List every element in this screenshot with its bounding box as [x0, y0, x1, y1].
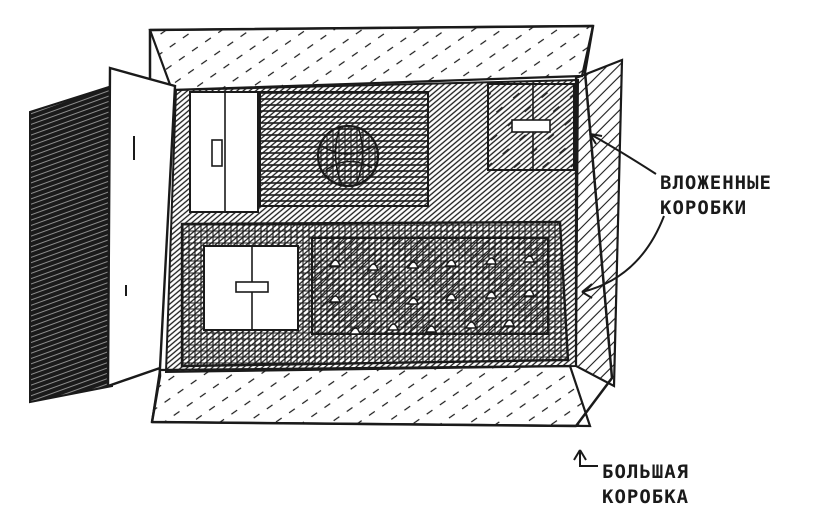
box-shadow — [30, 86, 112, 402]
nested-box-top-left — [190, 92, 258, 212]
ball-icon — [318, 126, 378, 186]
big-box-bottom-flap — [152, 366, 590, 426]
label-big-box-line2: КОРОБКА — [602, 485, 689, 510]
label-nested-boxes-line2: КОРОБКИ — [660, 196, 772, 221]
big-box-right-flap — [576, 60, 622, 386]
label-big-box: БОЛЬШАЯ КОРОБКА — [602, 460, 689, 510]
label-nested-boxes-line1: ВЛОЖЕННЫЕ — [660, 171, 772, 196]
candy-tray — [312, 238, 548, 334]
label-nested-boxes: ВЛОЖЕННЫЕ КОРОБКИ — [660, 171, 772, 221]
label-big-box-line1: БОЛЬШАЯ — [602, 460, 689, 485]
